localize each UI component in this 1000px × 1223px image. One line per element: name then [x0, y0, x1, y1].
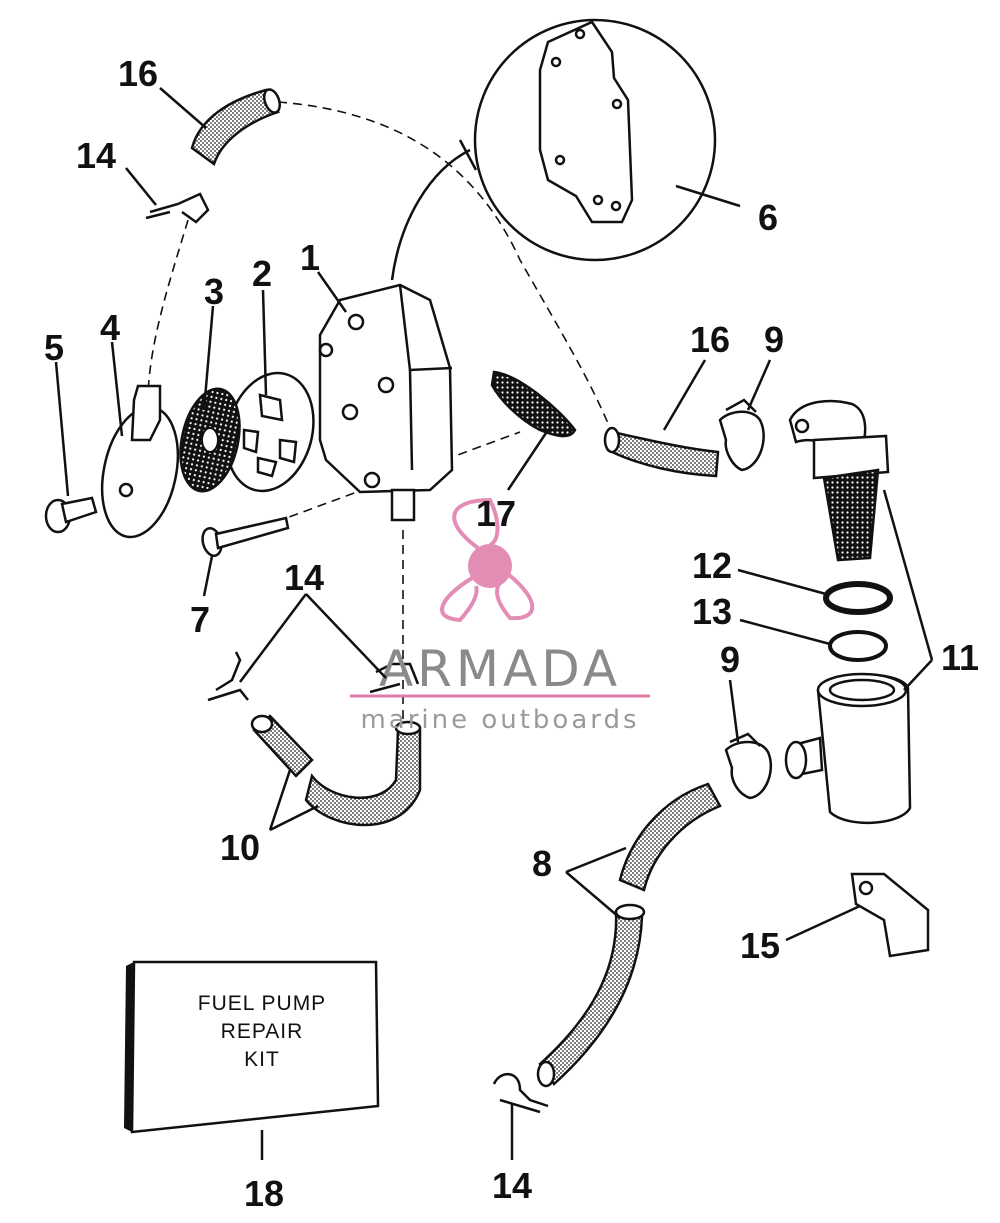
callout-12: 12: [692, 545, 732, 586]
kit-label-line3: KIT: [244, 1048, 280, 1071]
callout-10: 10: [220, 827, 260, 868]
part-6-gasket-detail: [390, 18, 717, 281]
kit-label-line2: REPAIR: [221, 1020, 304, 1043]
part-16-hose-upper: [190, 88, 282, 167]
callout-4: 4: [100, 307, 120, 348]
callout-13: 13: [692, 591, 732, 632]
part-9-clamp-upper: [718, 398, 765, 472]
part-3-filter-screen: [179, 387, 241, 493]
callout-9-upper: 9: [764, 319, 784, 360]
armada-watermark: ARMADA marine outboards: [350, 497, 650, 735]
part-14-clips-middle: [207, 651, 420, 702]
watermark-subtitle: marine outboards: [360, 705, 639, 735]
callout-11: 11: [941, 637, 979, 678]
part-7-long-screw: [201, 516, 290, 557]
callout-14-lower: 14: [492, 1165, 532, 1206]
watermark-title: ARMADA: [379, 640, 621, 698]
callout-numbers: 16 14 1 2 3 4 5 6 16 9 17 7 14 10 12 13 …: [44, 53, 979, 1214]
callout-7: 7: [190, 599, 210, 640]
callout-14-middle: 14: [284, 557, 324, 598]
callout-6: 6: [758, 197, 778, 238]
callout-15: 15: [740, 925, 780, 966]
kit-label-line1: FUEL PUMP: [198, 992, 326, 1015]
callout-16-middle: 16: [690, 319, 730, 360]
part-14-clip-lower: [492, 1073, 549, 1114]
part-14-clip-upper: [145, 192, 210, 224]
propeller-icon: [440, 497, 535, 623]
part-12-seal-ring: [823, 581, 893, 615]
callout-16-upper: 16: [118, 53, 158, 94]
part-11-filter-assembly: [784, 399, 912, 824]
part-5-screw: [44, 496, 98, 534]
callout-14-upper: 14: [76, 135, 116, 176]
part-2-check-valve: [225, 371, 315, 493]
callout-9-lower: 9: [720, 639, 740, 680]
part-15-bracket: [850, 872, 930, 958]
part-10-hoses: [250, 714, 422, 827]
part-1-pump-body: [318, 283, 454, 522]
part-4-pump-cover: [100, 384, 180, 539]
callout-5: 5: [44, 327, 64, 368]
callout-2: 2: [252, 253, 272, 294]
part-13-o-ring: [828, 630, 888, 662]
part-9-clamp-lower: [724, 732, 773, 800]
callout-18: 18: [244, 1173, 284, 1214]
callout-17: 17: [476, 493, 516, 534]
part-18-repair-kit-box: FUEL PUMP REPAIR KIT: [124, 960, 380, 1134]
part-8-hoses: [536, 782, 722, 1088]
leader-lines: [54, 87, 934, 1160]
callout-1: 1: [300, 237, 320, 278]
part-17-plate: [490, 370, 577, 438]
callout-3: 3: [204, 271, 224, 312]
callout-8: 8: [532, 843, 552, 884]
part-16-hose-middle: [603, 426, 720, 478]
